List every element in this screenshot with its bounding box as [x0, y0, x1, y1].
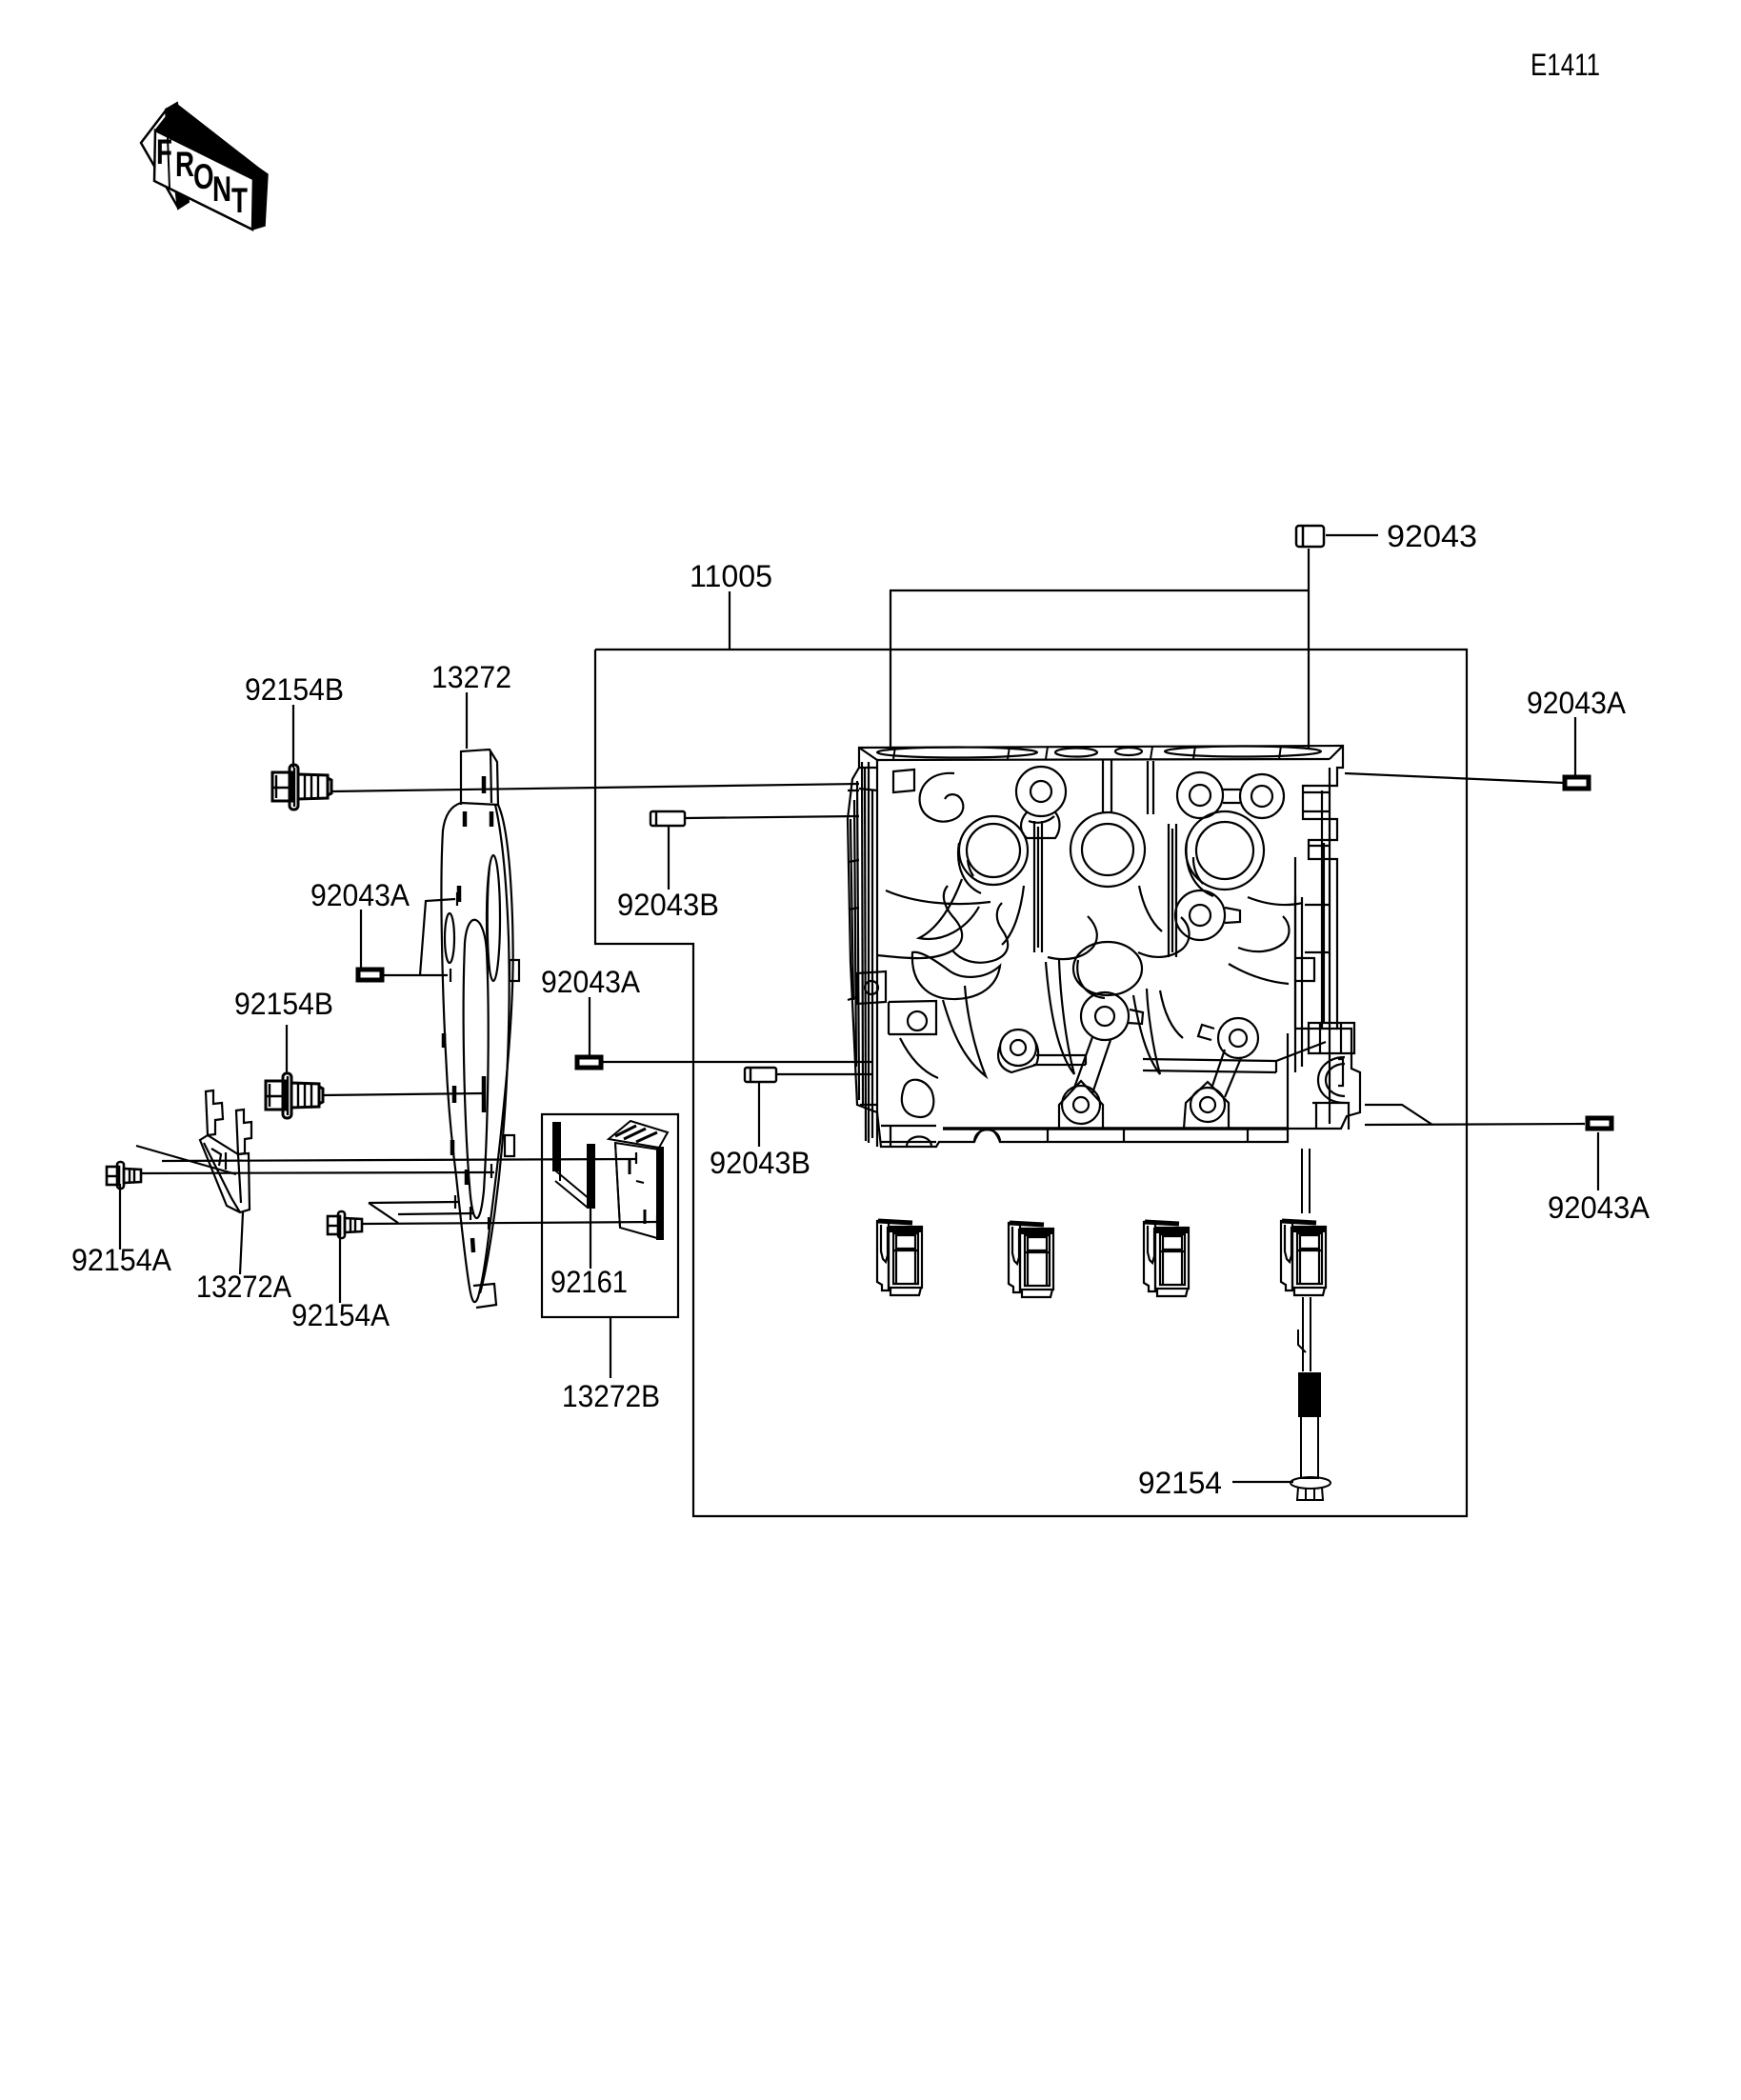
svg-text:92154B: 92154B [245, 672, 344, 707]
svg-text:13272: 13272 [431, 660, 511, 694]
svg-text:E1411: E1411 [1531, 48, 1600, 82]
svg-text:92043B: 92043B [710, 1146, 810, 1180]
svg-text:92043A: 92043A [310, 878, 410, 912]
svg-text:11005: 11005 [690, 559, 772, 593]
svg-text:92154A: 92154A [291, 1298, 390, 1332]
svg-text:13272A: 13272A [196, 1270, 292, 1304]
svg-text:92043B: 92043B [617, 888, 719, 922]
svg-text:R: R [175, 144, 194, 184]
svg-text:92043A: 92043A [541, 965, 641, 999]
svg-text:92043A: 92043A [1548, 1190, 1651, 1225]
svg-text:O: O [193, 156, 214, 196]
svg-text:92161: 92161 [550, 1265, 628, 1299]
svg-text:N: N [212, 169, 231, 209]
svg-text:92154: 92154 [1138, 1466, 1222, 1500]
svg-text:92043: 92043 [1387, 519, 1477, 553]
svg-text:92154B: 92154B [234, 987, 333, 1021]
svg-text:T: T [231, 180, 248, 220]
svg-text:92154A: 92154A [71, 1243, 172, 1277]
svg-text:92043A: 92043A [1527, 686, 1627, 720]
svg-text:F: F [156, 131, 172, 171]
svg-text:13272B: 13272B [562, 1379, 660, 1413]
